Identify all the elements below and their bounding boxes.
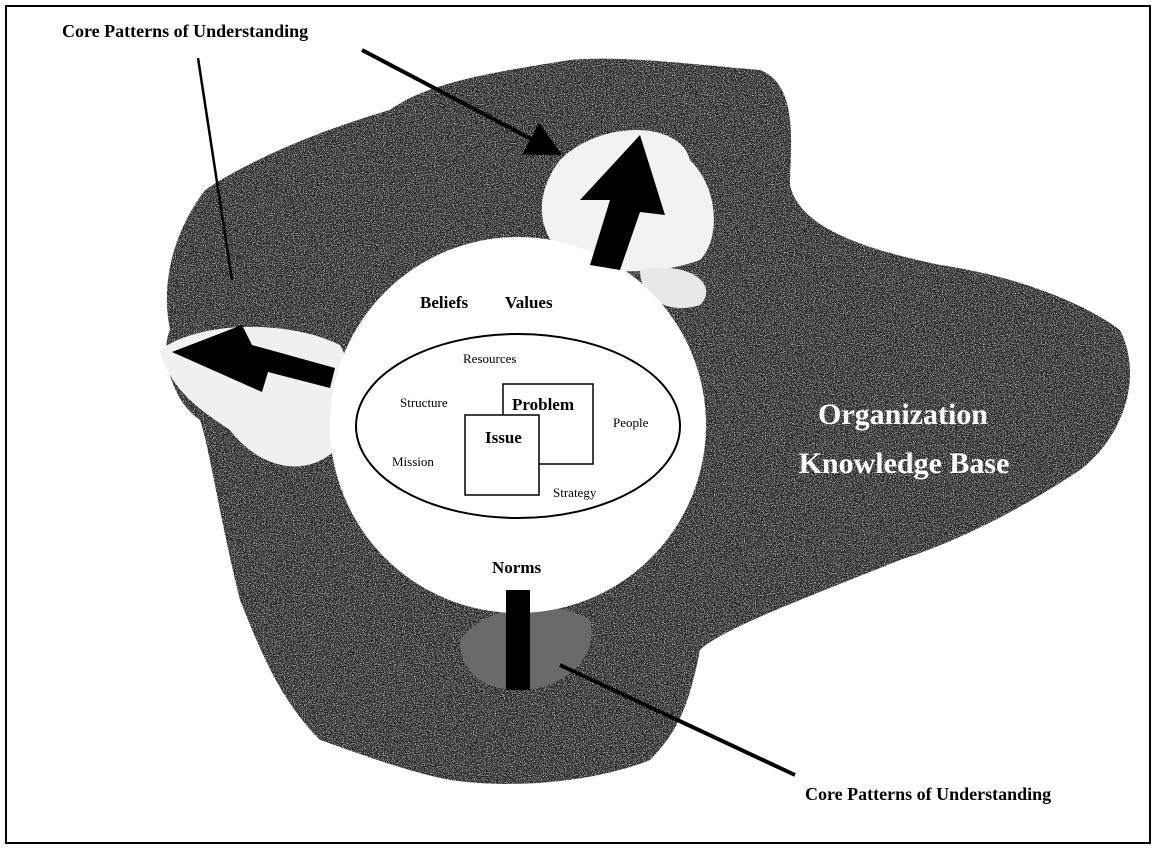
label-resources: Resources [463,351,516,366]
callout-line-bottom-right [559,663,796,777]
callout-label-bottom-right: Core Patterns of Understanding [805,784,1051,804]
label-problem: Problem [512,395,574,414]
arrow-top [580,135,665,270]
label-strategy: Strategy [553,485,597,500]
knowledge-base-title-line2: Knowledge Base [799,447,1010,480]
callout-label-top-left: Core Patterns of Understanding [62,21,308,41]
label-issue: Issue [485,428,522,447]
knowledge-base-title-line1: Organization [818,398,988,431]
arrow-bottom-shaft [506,590,530,690]
label-structure: Structure [400,395,448,410]
label-beliefs: Beliefs [420,293,469,312]
issue-box [464,414,540,496]
label-norms: Norms [492,558,541,577]
arrow-left [172,325,335,392]
label-mission: Mission [392,454,434,469]
callout-line-top-left [196,57,234,281]
label-people: People [613,415,649,430]
callout-line-top [361,48,563,156]
label-values: Values [505,293,553,312]
